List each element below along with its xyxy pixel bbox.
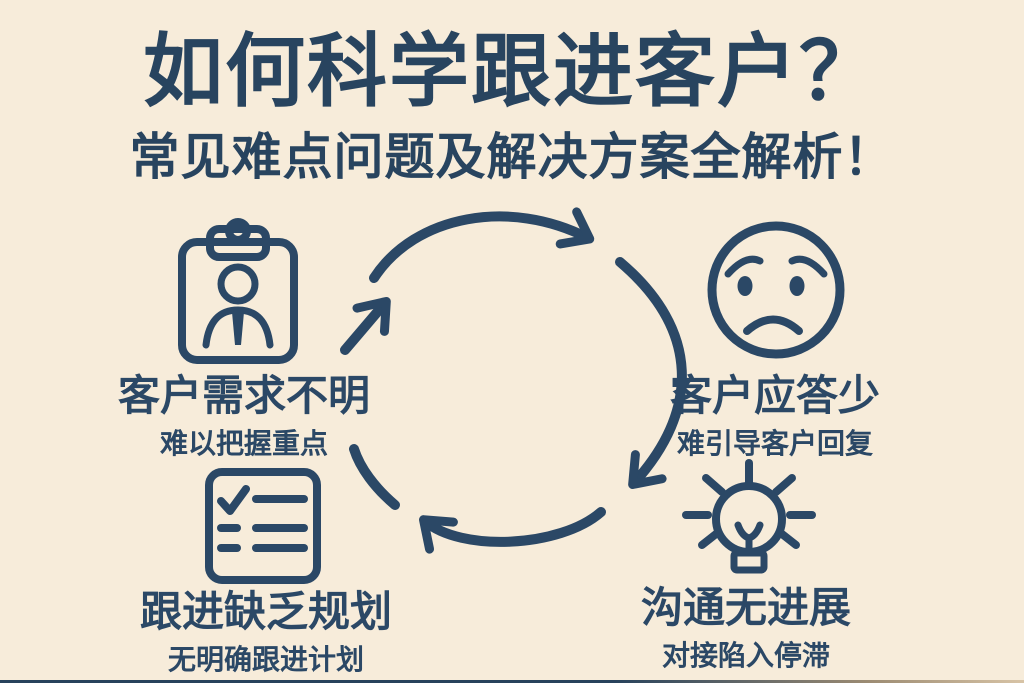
arrow-arc-right-icon <box>615 257 687 489</box>
quadrant-top-left: 客户需求不明 难以把握重点 <box>89 370 399 460</box>
arc-left-tail <box>349 444 400 510</box>
clipboard-person-icon <box>178 218 298 364</box>
quadrant-top-right: 客户应答少 难引导客户回复 <box>620 370 930 460</box>
quadrant-sublabel: 难引导客户回复 <box>676 427 873 459</box>
quadrant-label: 沟通无进展 <box>640 584 851 631</box>
quadrant-label: 跟进缺乏规划 <box>139 588 392 635</box>
arrow-arc-top-icon <box>369 207 595 283</box>
quadrant-bottom-left: 跟进缺乏规划 无明确跟进计划 <box>111 586 421 676</box>
page-title: 如何科学跟进客户？ <box>143 27 881 116</box>
quadrant-sublabel: 难以把握重点 <box>159 427 328 459</box>
lightbulb-icon <box>682 459 816 574</box>
quadrant-label: 客户需求不明 <box>117 372 370 419</box>
arrow-up-right-icon <box>340 296 391 355</box>
quadrant-label: 客户应答少 <box>669 372 880 419</box>
bottom-edge-rule <box>0 680 1024 683</box>
quadrant-sublabel: 无明确跟进计划 <box>167 643 364 675</box>
cycle-arrows-diagram <box>340 207 687 554</box>
quadrant-sublabel: 对接陷入停滞 <box>661 639 830 671</box>
quadrant-bottom-right: 沟通无进展 对接陷入停滞 <box>591 582 901 672</box>
tie-shape <box>232 312 244 345</box>
checklist-icon <box>205 468 321 584</box>
sad-face-icon <box>707 221 845 359</box>
page-subtitle: 常见难点问题及解决方案全解析！ <box>129 129 895 185</box>
arrow-arc-bottom-icon <box>419 507 606 554</box>
